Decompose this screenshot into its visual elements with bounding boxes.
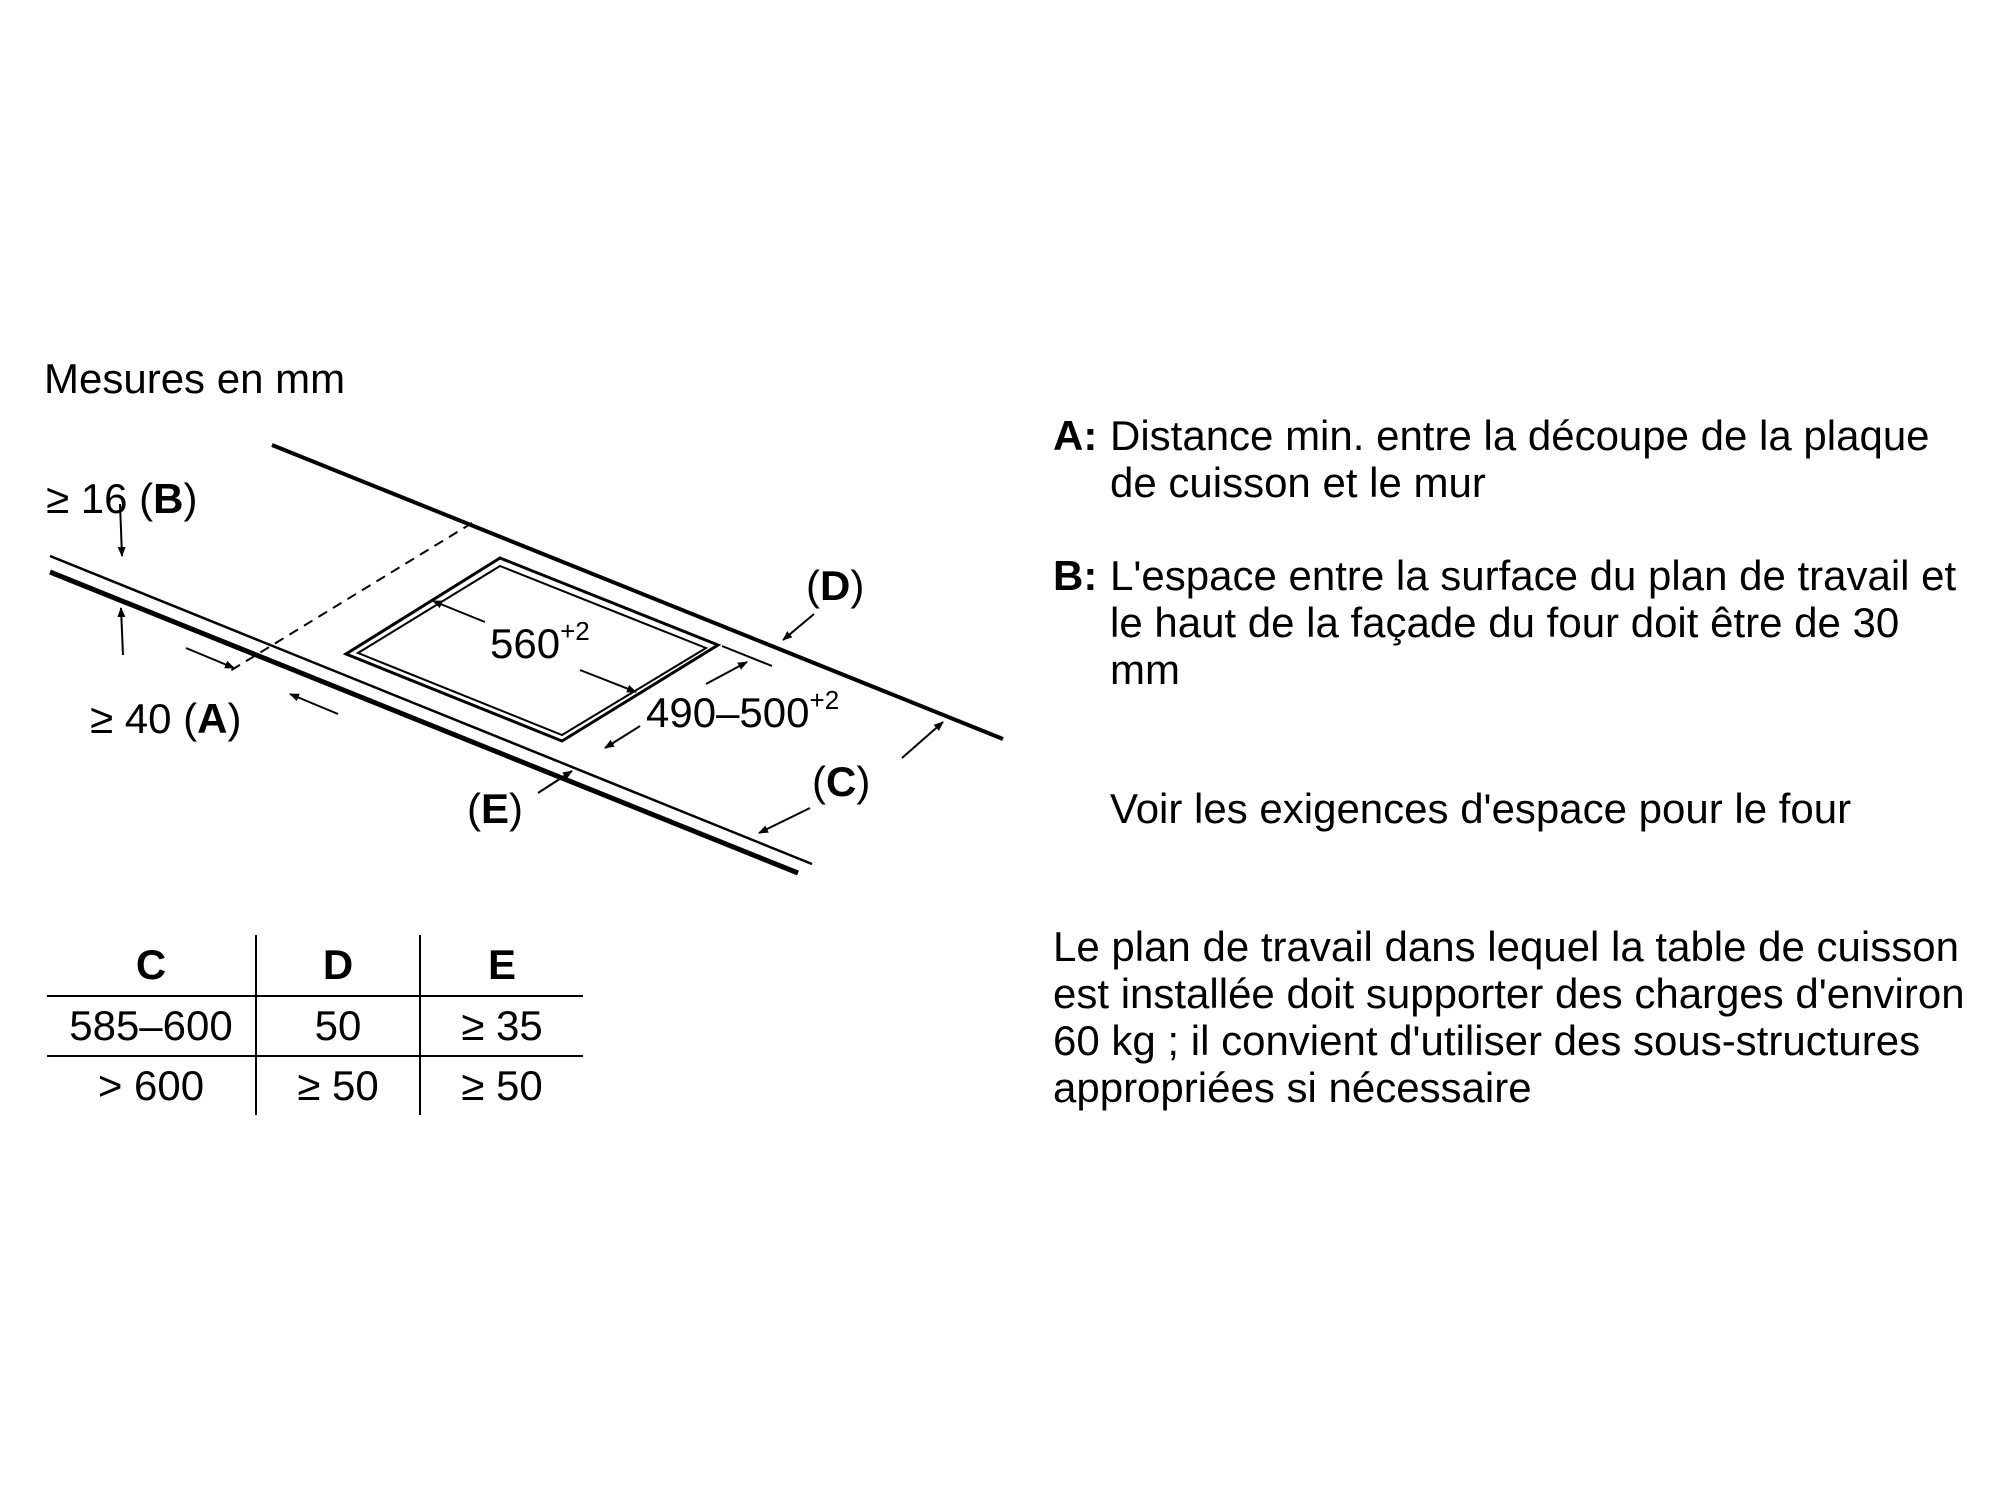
table-row: 585–600 50 ≥ 35	[47, 995, 583, 1056]
dimension-b-arrow-bottom	[117, 607, 126, 656]
table-cell: ≥ 50	[420, 1055, 583, 1115]
label-c-letter: C	[826, 758, 856, 805]
label-d: (D)	[806, 562, 864, 609]
label-b-suffix: )	[183, 475, 197, 522]
dimension-depth-extension-line	[721, 645, 773, 667]
label-c-suffix: )	[856, 758, 870, 805]
table-cell: ≥ 35	[420, 995, 583, 1056]
label-d-prefix: (	[806, 562, 820, 609]
worktop-bottom-edge-line	[49, 569, 799, 876]
label-a: ≥ 40 (A)	[90, 695, 241, 742]
legend-key-a: A:	[1053, 412, 1098, 459]
dimension-depth-arrow-top	[705, 661, 748, 685]
dimension-c-arrow-bottom	[758, 807, 811, 834]
label-depth-tolerance: +2	[810, 685, 840, 715]
clearance-table: C D E 585–600 50 ≥ 35 > 600 ≥ 50 ≥ 50	[47, 935, 583, 1115]
dimension-d-arrow	[782, 613, 815, 641]
table-row: > 600 ≥ 50 ≥ 50	[47, 1055, 583, 1115]
legend-text-a: Distance min. entre la découpe de la pla…	[1110, 412, 1930, 506]
label-a-prefix: ≥ 40 (	[90, 695, 197, 742]
label-e-suffix: )	[509, 785, 523, 832]
label-e: (E)	[467, 785, 523, 832]
legend-key-b: B:	[1053, 552, 1098, 599]
worktop-top-edge-line	[49, 554, 813, 866]
cutout-outer-outline	[342, 556, 722, 743]
label-a-suffix: )	[227, 695, 241, 742]
dimension-width-arrow-right	[579, 669, 637, 693]
label-width-value: 560	[490, 620, 560, 667]
table-header-c: C	[47, 935, 257, 996]
label-b-prefix: ≥ 16 (	[46, 475, 153, 522]
table-cell: 50	[256, 995, 421, 1056]
label-a-letter: A	[197, 695, 227, 742]
label-d-suffix: )	[850, 562, 864, 609]
cutout-inner-outline	[355, 564, 709, 737]
dashed-projection-line	[229, 522, 473, 672]
legend: A: Distance min. entre la découpe de la …	[1053, 412, 1983, 712]
dimension-width-arrow-left	[432, 600, 486, 623]
wall-edge-line	[271, 443, 1004, 741]
dimension-c-arrow-top	[901, 721, 944, 759]
units-label: Mesures en mm	[44, 355, 346, 402]
table-cell: 585–600	[47, 995, 257, 1056]
table-cell: ≥ 50	[256, 1055, 421, 1115]
label-b-letter: B	[153, 475, 183, 522]
table-header-e: E	[487, 941, 516, 988]
label-depth-value: 490–500	[646, 689, 810, 736]
label-c-prefix: (	[812, 758, 826, 805]
load-note: Le plan de travail dans lequel la table …	[1053, 923, 1965, 1111]
dimension-depth-arrow-bottom	[604, 725, 641, 749]
table-header-d: D	[256, 935, 421, 996]
dimension-e-arrow	[537, 770, 573, 794]
table-cell: > 600	[47, 1055, 257, 1115]
label-e-letter: E	[481, 785, 509, 832]
label-depth: 490–500+2	[646, 685, 839, 736]
oven-note: Voir les exigences d'espace pour le four	[1110, 785, 1852, 832]
label-d-letter: D	[820, 562, 850, 609]
label-width-tolerance: +2	[560, 616, 590, 646]
label-width: 560+2	[490, 616, 590, 667]
dimension-b-arrow-top	[117, 503, 126, 557]
legend-text-b: L'espace entre la surface du plan de tra…	[1110, 552, 1957, 693]
label-e-prefix: (	[467, 785, 481, 832]
label-b: ≥ 16 (B)	[46, 475, 197, 522]
label-c: (C)	[812, 758, 870, 805]
dimension-a-arrow-right	[289, 693, 339, 715]
table-header-row: C D E	[47, 935, 583, 996]
dimension-a-arrow-left	[185, 647, 235, 669]
